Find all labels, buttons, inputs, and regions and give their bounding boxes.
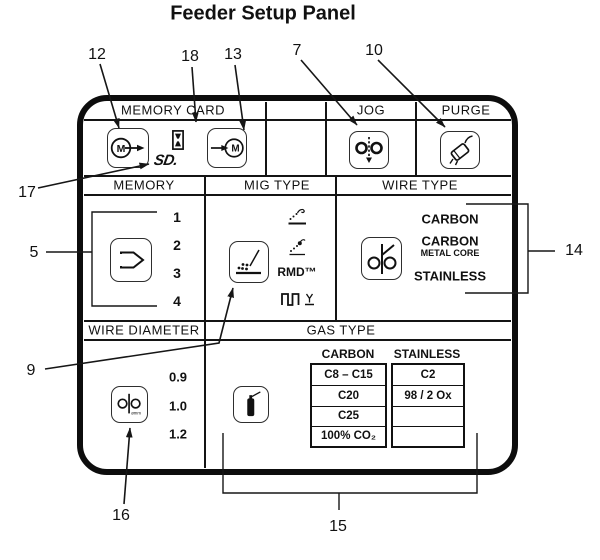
- wire-type-option-stainless: STAINLESS: [414, 268, 486, 284]
- save-to-card-button: M: [107, 128, 149, 168]
- memory-select-icon: [114, 245, 148, 275]
- callout-12: 12: [88, 46, 106, 63]
- wire-type-select-button: [361, 237, 402, 280]
- wire-diameter-value-10: 1.0: [168, 398, 188, 414]
- wire-type-option-carbon-metal-core: CARBON: [421, 233, 479, 249]
- load-from-card-button: M: [207, 128, 247, 168]
- memory-slot-4: 4: [173, 293, 181, 309]
- svg-text:M: M: [231, 144, 239, 155]
- mig-type-header: MIG TYPE: [244, 177, 310, 193]
- purge-header: PURGE: [441, 102, 491, 118]
- grid-line-h4: [84, 320, 511, 322]
- callout-7: 7: [292, 42, 302, 59]
- figure-title: Feeder Setup Panel: [170, 2, 356, 25]
- save-to-card-icon: M: [110, 135, 146, 161]
- gas-stainless-cell-1: C2: [420, 369, 436, 382]
- jog-button: [349, 131, 389, 169]
- grid-line-v4: [204, 175, 206, 322]
- purge-icon: [444, 134, 476, 166]
- mig-mode-spray-icon: [287, 206, 308, 227]
- memory-slot-1: 1: [173, 209, 181, 225]
- wire-diameter-header: WIRE DIAMETER: [88, 322, 200, 338]
- wire-type-option-carbon: CARBON: [421, 211, 479, 227]
- mig-mode-rmd-label: RMD™: [277, 265, 317, 279]
- purge-button: [440, 131, 480, 169]
- gas-cylinder-icon: [237, 390, 265, 419]
- grid-line-v5: [335, 175, 337, 322]
- gas-carbon-column-header: CARBON: [321, 347, 375, 361]
- callout-18: 18: [181, 48, 199, 65]
- memory-header: MEMORY: [113, 177, 175, 193]
- callout-14: 14: [565, 242, 583, 259]
- memory-slot-3: 3: [173, 265, 181, 281]
- callout-10: 10: [365, 42, 383, 59]
- svg-text:M: M: [117, 143, 126, 155]
- wire-type-option-metal-core-sub: METAL CORE: [420, 248, 480, 258]
- callout-15: 15: [329, 518, 347, 535]
- gas-carbon-cell-1: C8 – C15: [324, 369, 373, 382]
- grid-line-v3: [415, 102, 417, 177]
- mig-mode-pulse-spray-icon: [287, 237, 308, 258]
- callout-17: 17: [18, 184, 36, 201]
- memory-slot-2: 2: [173, 237, 181, 253]
- gas-type-select-button: [233, 386, 269, 423]
- callout-9: 9: [26, 362, 36, 379]
- card-slot-icon: [172, 130, 184, 150]
- jog-icon: [354, 134, 384, 166]
- wire-diameter-value-12: 1.2: [168, 426, 188, 442]
- callout-13: 13: [224, 46, 242, 63]
- gas-stainless-cell-4: [393, 425, 463, 446]
- wire-type-select-icon: [365, 241, 399, 277]
- grid-line-h5: [84, 339, 511, 341]
- gas-stainless-table: C2 98 / 2 Ox: [391, 363, 465, 448]
- gas-stainless-cell-3: [393, 405, 463, 426]
- grid-line-h2: [84, 175, 511, 177]
- memory-card-header: MEMORY CARD: [121, 102, 225, 118]
- grid-line-v2: [325, 102, 327, 177]
- mig-type-select-icon: [233, 247, 265, 277]
- mig-mode-pulse-icon: [280, 290, 316, 308]
- gas-carbon-cell-2: C20: [312, 385, 385, 405]
- grid-line-v1: [265, 102, 267, 177]
- mig-type-select-button: [229, 241, 269, 283]
- wire-diameter-select-button: ømm: [111, 386, 148, 423]
- grid-line-h3: [84, 194, 511, 196]
- memory-select-button: [110, 238, 152, 282]
- svg-text:ømm: ømm: [131, 410, 141, 415]
- grid-line-v6: [204, 320, 206, 468]
- gas-stainless-cell-2: 98 / 2 Ox: [393, 385, 463, 405]
- callout-16: 16: [112, 507, 130, 524]
- gas-carbon-cell-3: C25: [312, 405, 385, 426]
- wire-diameter-value-09: 0.9: [168, 369, 188, 385]
- gas-carbon-table: C8 – C15 C20 C25 100% CO₂: [310, 363, 387, 448]
- wire-type-header: WIRE TYPE: [382, 177, 458, 193]
- callout-5: 5: [29, 244, 39, 261]
- gas-type-header: GAS TYPE: [306, 322, 376, 338]
- gas-carbon-cell-4: 100% CO₂: [312, 425, 385, 446]
- jog-header: JOG: [356, 102, 386, 118]
- sd-card-logo: SD.: [152, 152, 180, 169]
- gas-stainless-column-header: STAINLESS: [393, 347, 461, 361]
- wire-diameter-select-icon: ømm: [116, 391, 144, 419]
- load-from-card-icon: M: [210, 135, 244, 161]
- grid-line-h1: [84, 119, 511, 121]
